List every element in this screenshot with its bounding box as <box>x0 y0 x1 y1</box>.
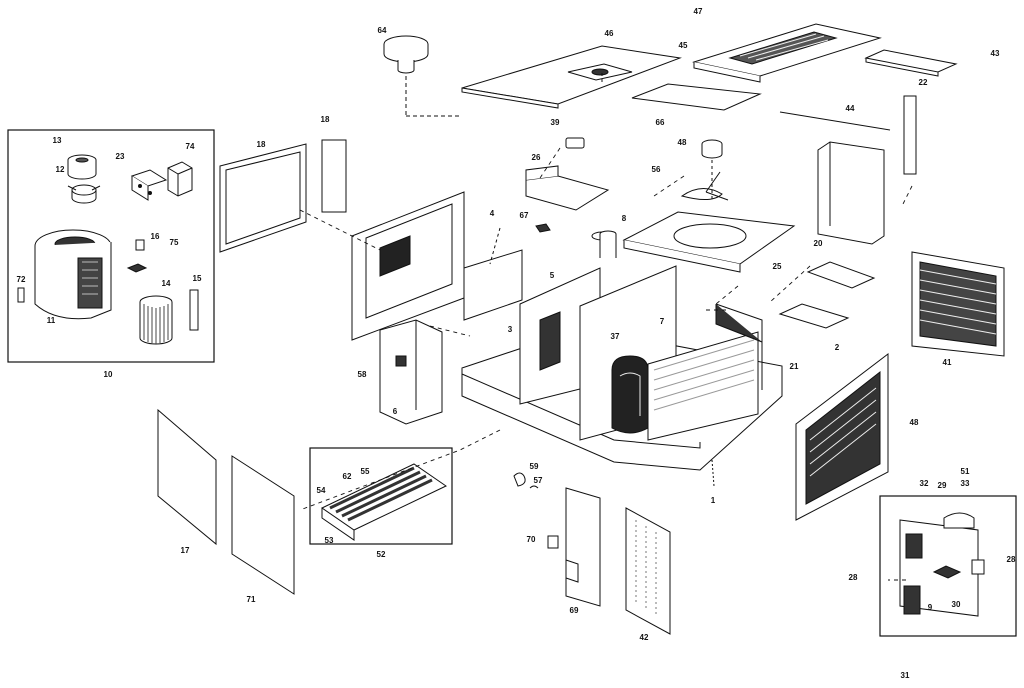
callout-28-left: 28 <box>848 573 858 582</box>
lower-parts <box>513 472 671 635</box>
top-panels <box>383 23 958 175</box>
blower-assembly-inset <box>7 129 215 363</box>
callout-67: 67 <box>519 211 529 220</box>
callout-41: 41 <box>942 358 952 367</box>
callout-26: 26 <box>531 153 541 162</box>
callout-9: 9 <box>927 603 933 612</box>
orifice-panel-25 <box>622 211 796 273</box>
callout-37: 37 <box>610 332 620 341</box>
callout-15: 15 <box>192 274 202 283</box>
callout-4: 4 <box>489 209 495 218</box>
callout-14: 14 <box>161 279 171 288</box>
callout-45: 45 <box>678 41 688 50</box>
callout-70: 70 <box>526 535 536 544</box>
callout-43: 43 <box>990 49 1000 58</box>
callout-47: 47 <box>693 7 703 16</box>
callout-42: 42 <box>639 633 649 642</box>
callout-54: 54 <box>316 486 326 495</box>
front-panel-4 <box>351 191 523 341</box>
access-panel-6 <box>379 319 443 425</box>
callout-75: 75 <box>169 238 179 247</box>
callout-29: 29 <box>937 481 947 490</box>
callout-3: 3 <box>507 325 513 334</box>
callout-18-left: 18 <box>256 140 266 149</box>
callout-69: 69 <box>569 606 579 615</box>
callout-31: 31 <box>900 671 910 680</box>
callout-18-right: 18 <box>320 115 330 124</box>
callout-23: 23 <box>115 152 125 161</box>
callout-2: 2 <box>834 343 840 352</box>
callout-6: 6 <box>392 407 398 416</box>
callout-59: 59 <box>529 462 539 471</box>
callout-33: 33 <box>960 479 970 488</box>
heater-inset-52 <box>309 447 453 545</box>
callout-20: 20 <box>813 239 823 248</box>
callout-57: 57 <box>533 476 543 485</box>
callout-25: 25 <box>772 262 782 271</box>
callout-74: 74 <box>185 142 195 151</box>
callout-11: 11 <box>46 316 56 325</box>
callout-58: 58 <box>357 370 367 379</box>
callout-48-top: 48 <box>677 138 687 147</box>
callout-66: 66 <box>655 118 665 127</box>
callout-71: 71 <box>246 595 256 604</box>
callout-56: 56 <box>651 165 661 174</box>
callout-55: 55 <box>360 467 370 476</box>
callout-44: 44 <box>845 104 855 113</box>
callout-62: 62 <box>342 472 352 481</box>
callout-7: 7 <box>659 317 665 326</box>
callout-12: 12 <box>55 165 65 174</box>
callout-13: 13 <box>52 136 62 145</box>
callout-5: 5 <box>549 271 555 280</box>
callout-17: 17 <box>180 546 190 555</box>
callout-10: 10 <box>103 370 113 379</box>
callout-28-right: 28 <box>1006 555 1016 564</box>
callout-39: 39 <box>550 118 560 127</box>
end-panels <box>157 408 295 595</box>
grille-48 <box>795 352 889 521</box>
electrical-inset <box>879 495 1017 637</box>
callout-30: 30 <box>951 600 961 609</box>
callout-16: 16 <box>150 232 160 241</box>
control-panels-20 <box>778 141 885 329</box>
callout-53: 53 <box>324 536 334 545</box>
callout-1: 1 <box>710 496 716 505</box>
assembly-lines <box>299 147 913 581</box>
callout-8-top: 8 <box>621 214 627 223</box>
callout-52: 52 <box>376 550 386 559</box>
callout-32: 32 <box>919 479 929 488</box>
center-small-parts <box>525 137 729 241</box>
callout-22: 22 <box>918 78 928 87</box>
callout-46: 46 <box>604 29 614 38</box>
callout-72: 72 <box>16 275 26 284</box>
callout-51: 51 <box>960 467 970 476</box>
callout-64: 64 <box>377 26 387 35</box>
callout-21: 21 <box>789 362 799 371</box>
callout-48-lower: 48 <box>909 418 919 427</box>
main-chassis <box>461 230 783 487</box>
grille-41 <box>911 251 1005 357</box>
side-panels-18 <box>219 139 347 253</box>
